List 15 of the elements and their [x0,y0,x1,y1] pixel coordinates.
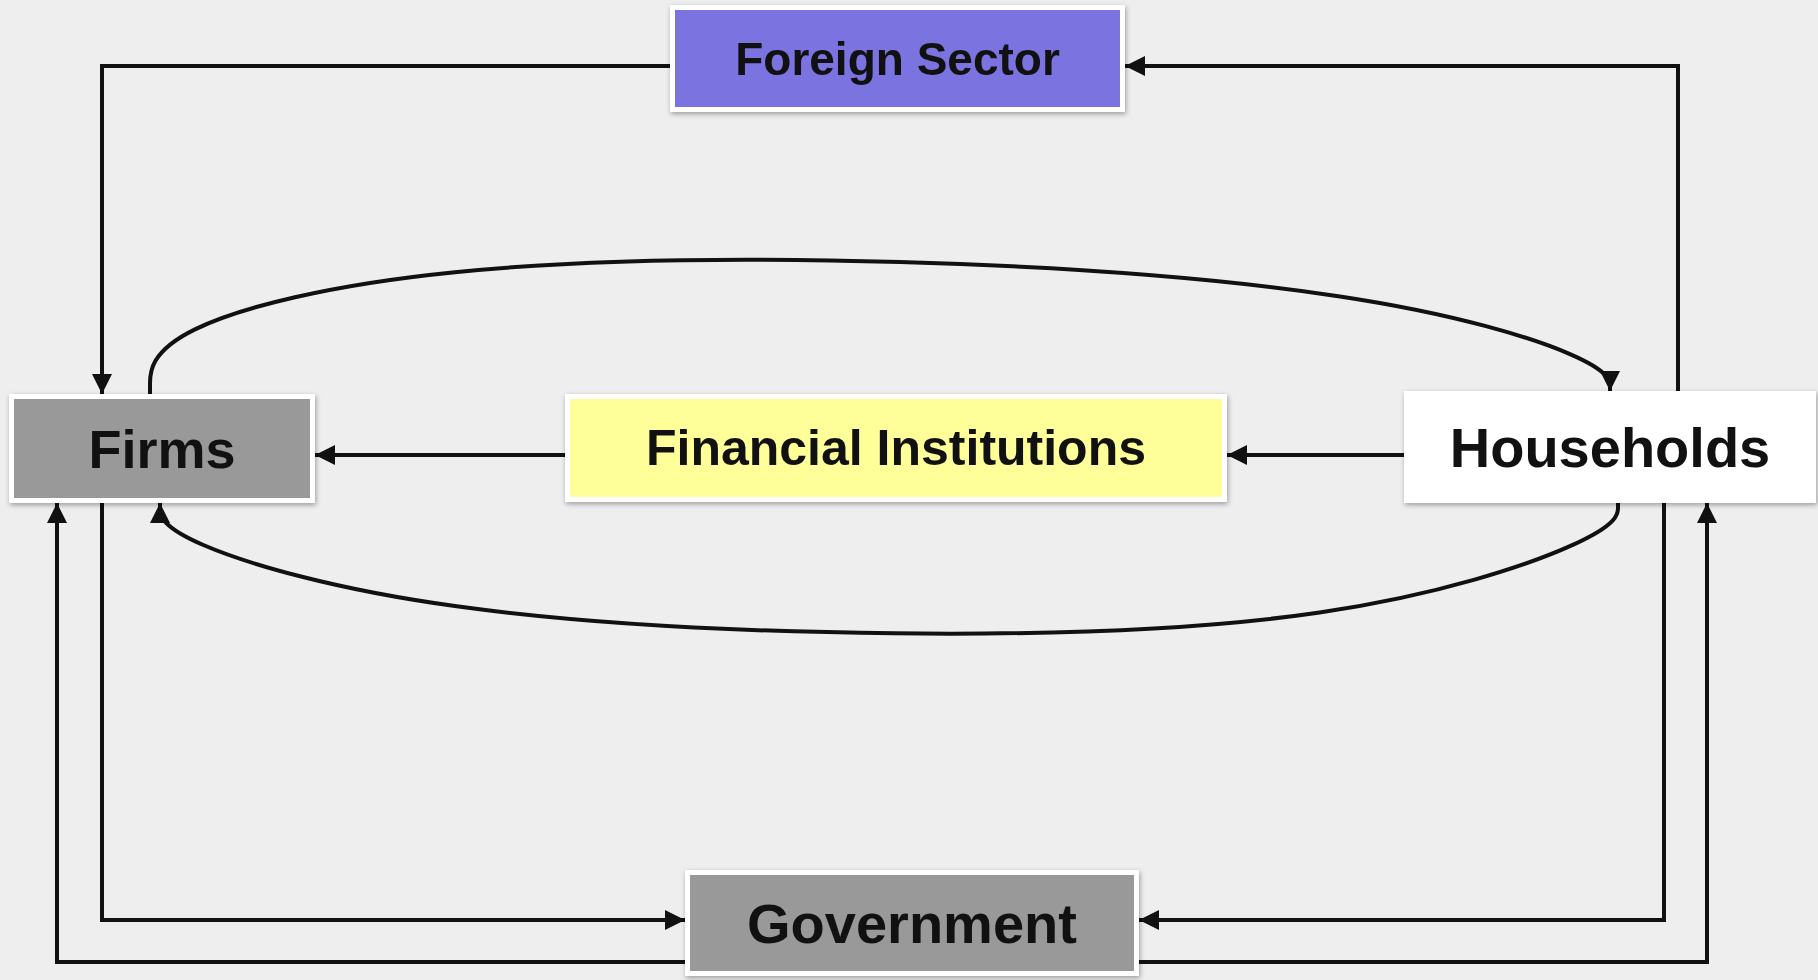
flow-arrow [148,257,1620,395]
flow-arrow [47,503,685,964]
flow-arrow [1139,503,1717,964]
flow-arrow [1139,503,1666,930]
sector-box: Firms [9,394,315,503]
flow-arrow [100,503,685,930]
flow-arrow [92,64,670,394]
sector-box: Households [1404,391,1816,503]
flow-arrow [150,502,1620,636]
sector-box: Government [685,870,1139,976]
sector-box: Foreign Sector [670,5,1125,112]
sector-box: Financial Institutions [565,394,1227,502]
flow-arrow [315,445,565,465]
flow-arrow [1227,445,1404,465]
flow-arrow [1125,56,1680,391]
